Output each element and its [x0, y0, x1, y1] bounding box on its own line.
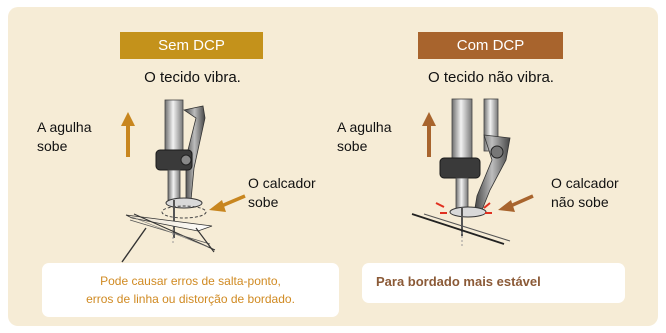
right-needle-label-line2: sobe — [337, 138, 368, 154]
right-sewing-head — [439, 98, 511, 248]
right-needle-label: A agulha sobe — [337, 118, 392, 156]
right-presser-foot — [449, 206, 487, 218]
left-needle-clamp — [167, 169, 181, 201]
left-presser-label: O calcador sobe — [248, 174, 316, 212]
right-screw-icon — [490, 145, 504, 159]
right-needle-label-line1: A agulha — [337, 119, 392, 135]
left-presser-label-line2: sobe — [248, 194, 279, 210]
right-presser-arrow-icon — [498, 194, 534, 212]
left-sewing-head — [155, 99, 207, 244]
left-needle-bar — [164, 99, 184, 151]
info-box-left: Pode causar erros de salta-ponto, erros … — [42, 263, 339, 317]
right-clamp — [439, 157, 481, 179]
right-needle-up-arrow-icon — [422, 112, 436, 157]
badge-com-dcp: Com DCP — [418, 32, 563, 59]
info-left-line2: erros de linha ou distorção de bordado. — [86, 292, 295, 306]
left-presser-arrow-icon — [209, 194, 246, 212]
right-presser-label: O calcador não sobe — [551, 174, 619, 212]
left-needle-label-line2: sobe — [37, 138, 68, 154]
info-left-line1: Pode causar erros de salta-ponto, — [100, 274, 281, 288]
info-box-right: Para bordado mais estável — [362, 263, 625, 303]
caption-right: O tecido não vibra. — [428, 69, 554, 86]
badge-sem-dcp: Sem DCP — [120, 32, 263, 59]
right-presser-label-line2: não sobe — [551, 194, 609, 210]
right-contact-marks-icon — [435, 202, 492, 214]
left-fabric-vibrating — [121, 213, 216, 263]
right-presser-label-line1: O calcador — [551, 175, 619, 191]
left-presser-foot-ghost — [161, 205, 207, 219]
left-needle-up-arrow-icon — [121, 112, 135, 157]
right-fabric-stable — [411, 213, 511, 245]
right-needle-bar — [451, 98, 473, 160]
left-needle-label: A agulha sobe — [37, 118, 92, 156]
caption-left: O tecido vibra. — [144, 69, 241, 86]
right-needle-clamp — [455, 177, 469, 209]
left-needle-label-line1: A agulha — [37, 119, 92, 135]
left-screw-icon — [180, 154, 192, 166]
left-presser-label-line1: O calcador — [248, 175, 316, 191]
